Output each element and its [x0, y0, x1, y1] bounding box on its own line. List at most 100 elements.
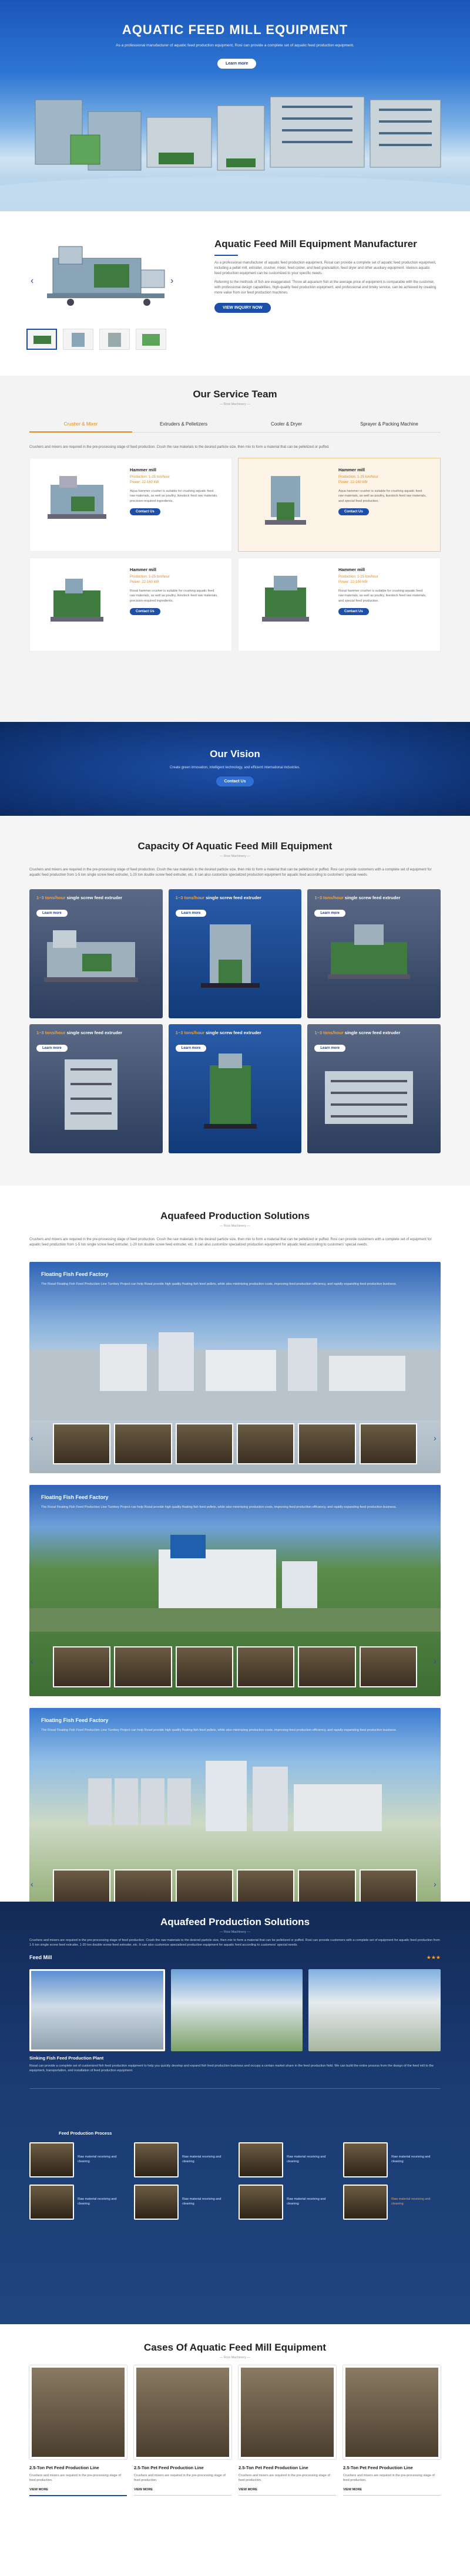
case-photo: [343, 2365, 441, 2459]
factory-slide: Floating Fish Feed Factory The Rosal Flo…: [29, 1708, 441, 1902]
capacity-card-title: 1~3 tons/hour single screw feed extruder: [314, 1030, 401, 1035]
product-intro-section: ‹ › Aquatic Feed Mill Equipment Manufact…: [0, 211, 470, 376]
contact-us-button[interactable]: Contact Us: [130, 508, 160, 515]
capacity-card[interactable]: 1~3 tons/hour single screw feed extruder…: [307, 1024, 441, 1153]
worker-photo: [236, 1423, 295, 1464]
product-thumbnail[interactable]: [63, 329, 93, 350]
case-card[interactable]: 2.5-Ton Pet Feed Production Line Crusher…: [134, 2365, 231, 2496]
product-description-1: As a professional manufacturer of aquati…: [214, 261, 437, 276]
hammer-mill-image: [262, 576, 309, 622]
extruder-image: [203, 1054, 257, 1129]
product-thumbnail[interactable]: [136, 329, 166, 350]
tab-extruders-pelletizers[interactable]: Extruders & Pelletizers: [132, 417, 235, 433]
factory-aerial-image: [88, 1761, 382, 1831]
worker-photo: [298, 1869, 356, 1902]
cases-grid: 2.5-Ton Pet Feed Production Line Crusher…: [29, 2365, 441, 2496]
process-photo: [343, 2142, 388, 2177]
hammer-mill-image: [265, 476, 306, 525]
learn-more-button[interactable]: Learn more: [36, 910, 68, 917]
card-power: Power: 22-160 kW: [130, 580, 159, 584]
view-more-link[interactable]: VIEW MORE: [239, 2488, 336, 2496]
process-step[interactable]: Raw material receiving and cleaning: [134, 2185, 231, 2220]
service-intro: Crushers and mixers are required in the …: [29, 445, 330, 449]
capacity-card[interactable]: 1~3 tons/hour single screw feed extruder…: [168, 1024, 302, 1153]
learn-more-button[interactable]: Learn more: [314, 910, 346, 917]
slider-next-arrow[interactable]: ›: [434, 1879, 437, 1889]
card-power: Power: 22-160 kW: [338, 481, 368, 484]
view-more-link[interactable]: VIEW MORE: [343, 2488, 441, 2496]
view-more-link[interactable]: VIEW MORE: [134, 2488, 231, 2496]
worker-photo: [114, 1423, 172, 1464]
vision-contact-button[interactable]: Contact Us: [216, 776, 254, 786]
capacity-card[interactable]: 1~3 tons/hour single screw feed extruder…: [307, 889, 441, 1018]
product-card: Hammer mill Production: 1-25 ton/hour Po…: [238, 458, 441, 552]
feed-mill-photo[interactable]: [170, 1969, 303, 2051]
title-underline: [214, 255, 238, 256]
product-next-arrow[interactable]: ›: [170, 276, 174, 286]
tab-crusher-mixer[interactable]: Crusher & Mixer: [29, 417, 132, 433]
worker-photo: [298, 1646, 356, 1687]
learn-more-button[interactable]: Learn more: [175, 910, 207, 917]
worker-photo: [175, 1869, 233, 1902]
learn-more-button[interactable]: Learn more: [36, 1045, 68, 1052]
product-description-2: Referring to the methods of fish are exa…: [214, 281, 437, 295]
case-title: 2.5-Ton Pet Feed Production Line: [29, 2465, 99, 2470]
process-step[interactable]: Raw material receiving and cleaning: [343, 2185, 441, 2220]
factory-aerial-image: [29, 1535, 441, 1632]
product-main-image: [35, 235, 176, 323]
process-step-label: Raw material receiving and cleaning: [391, 2155, 431, 2163]
contact-us-button[interactable]: Contact Us: [338, 607, 369, 615]
contact-us-button[interactable]: Contact Us: [130, 607, 160, 615]
aquafeed-solutions-section: Aquafeed Production Solutions — Rosi Mac…: [0, 1186, 470, 1902]
capacity-card[interactable]: 1~3 tons/hour single screw feed extruder…: [29, 889, 163, 1018]
capacity-card-title: 1~3 tons/hour single screw feed extruder: [36, 895, 123, 900]
case-photo: [29, 2365, 127, 2459]
process-step-label: Raw material receiving and cleaning: [287, 2197, 326, 2206]
card-title: Hammer mill: [338, 567, 365, 572]
feed-mill-photo[interactable]: [29, 1969, 165, 2051]
capacity-card[interactable]: 1~3 tons/hour single screw feed extruder…: [29, 1024, 163, 1153]
hero-title: AQUATIC FEED MILL EQUIPMENT: [122, 22, 348, 37]
process-step-label: Raw material receiving and cleaning: [78, 2197, 117, 2206]
process-step[interactable]: Raw material receiving and cleaning: [239, 2185, 336, 2220]
case-card[interactable]: 2.5-Ton Pet Feed Production Line Crusher…: [343, 2365, 441, 2496]
product-thumbnail[interactable]: [99, 329, 130, 350]
process-step[interactable]: Raw material receiving and cleaning: [239, 2142, 336, 2177]
card-title: Hammer mill: [338, 467, 365, 472]
tab-sprayer-packing[interactable]: Sprayer & Packing Machine: [338, 417, 441, 433]
extruder-image: [65, 1059, 118, 1130]
hero-learn-more-button[interactable]: Learn more: [217, 59, 257, 69]
case-card[interactable]: 2.5-Ton Pet Feed Production Line Crusher…: [239, 2365, 336, 2496]
learn-more-button[interactable]: Learn more: [314, 1045, 346, 1052]
process-step[interactable]: Raw material receiving and cleaning: [134, 2142, 231, 2177]
capacity-section: Capacity Of Aquatic Feed Mill Equipment …: [0, 816, 470, 1186]
view-more-link[interactable]: VIEW MORE: [29, 2488, 127, 2496]
card-title: Hammer mill: [130, 567, 157, 572]
product-thumbnail[interactable]: [26, 329, 57, 350]
process-step[interactable]: Raw material receiving and cleaning: [29, 2185, 127, 2220]
process-step[interactable]: Raw material receiving and cleaning: [343, 2142, 441, 2177]
slider-prev-arrow[interactable]: ‹: [31, 1656, 33, 1666]
process-title: Feed Production Process: [59, 2131, 112, 2136]
section-title: Cases Of Aquatic Feed Mill Equipment: [143, 2342, 327, 2353]
worker-photo: [236, 1869, 295, 1902]
worker-photos: [53, 1869, 417, 1902]
worker-photo: [53, 1423, 111, 1464]
product-cards: Hammer mill Production: 1-25 ton/hour Po…: [29, 458, 441, 651]
learn-more-button[interactable]: Learn more: [175, 1045, 207, 1052]
slider-next-arrow[interactable]: ›: [434, 1433, 437, 1443]
tab-cooler-dryer[interactable]: Cooler & Dryer: [235, 417, 338, 433]
product-prev-arrow[interactable]: ‹: [31, 276, 34, 286]
capacity-card[interactable]: 1~3 tons/hour single screw feed extruder…: [168, 889, 302, 1018]
process-step[interactable]: Raw material receiving and cleaning: [29, 2142, 127, 2177]
contact-us-button[interactable]: Contact Us: [338, 508, 369, 515]
card-output: Production: 1-25 ton/hour: [338, 575, 378, 579]
view-inquiry-button[interactable]: VIEW INQUIRY NOW: [214, 303, 271, 313]
feed-mill-photo[interactable]: [308, 1969, 441, 2051]
case-card[interactable]: 2.5-Ton Pet Feed Production Line Crusher…: [29, 2365, 127, 2496]
slider-prev-arrow[interactable]: ‹: [31, 1433, 33, 1443]
worker-photo: [114, 1646, 172, 1687]
slider-prev-arrow[interactable]: ‹: [31, 1879, 33, 1889]
capacity-intro: Crushers and mixers are required in the …: [29, 868, 432, 877]
slider-next-arrow[interactable]: ›: [434, 1656, 437, 1666]
